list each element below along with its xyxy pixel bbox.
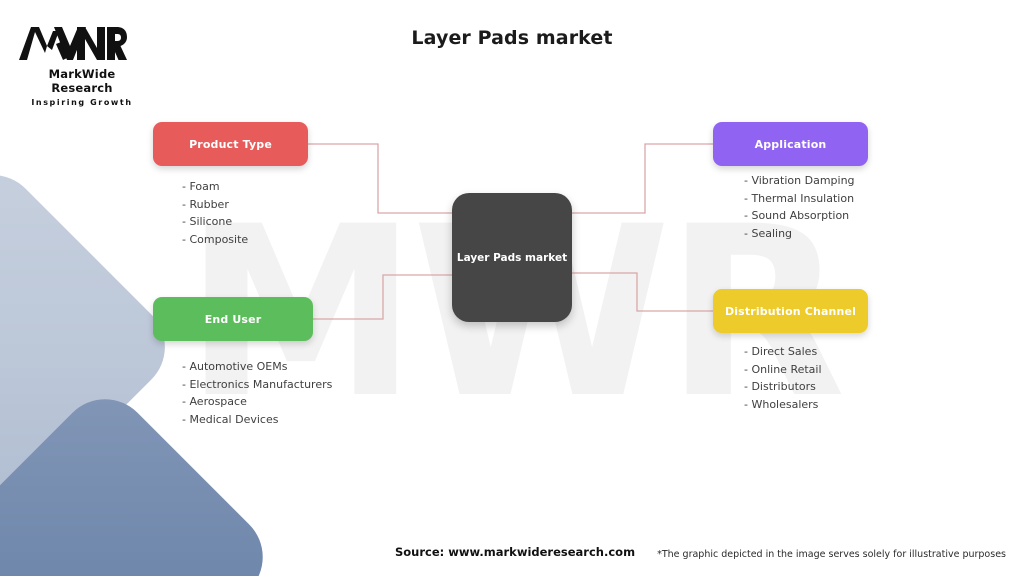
page-title: Layer Pads market [411, 27, 613, 49]
list-item: - Vibration Damping [744, 174, 855, 187]
branch-node-end-user[interactable]: End User [153, 297, 313, 341]
branch-node-application[interactable]: Application [713, 122, 868, 166]
footer-disclaimer: *The graphic depicted in the image serve… [657, 549, 1006, 560]
decorative-shape-light [0, 156, 184, 538]
list-item: - Sealing [744, 226, 793, 240]
list-item: - Distributors [744, 380, 816, 393]
item-list-end-user: - Automotive OEMs - Electronics Manufact… [182, 358, 332, 428]
company-logo: MarkWide Research Inspiring Growth [17, 22, 147, 107]
list-item: - Direct Sales [744, 345, 818, 358]
list-item: - Composite [182, 232, 249, 246]
center-node[interactable]: Layer Pads market [452, 193, 572, 322]
list-item: - Online Retail [744, 362, 822, 376]
list-item: - Wholesalers [744, 397, 819, 411]
branch-node-distribution-channel[interactable]: Distribution Channel [713, 289, 868, 333]
list-item: - Aerospace [182, 395, 247, 408]
list-item: - Silicone [182, 215, 233, 228]
logo-tagline: Inspiring Growth [31, 98, 133, 107]
list-item: - Automotive OEMs [182, 360, 288, 373]
branch-node-product-type[interactable]: Product Type [153, 122, 308, 166]
item-list-application: - Vibration Damping - Thermal Insulation… [744, 172, 855, 242]
list-item: - Medical Devices [182, 412, 279, 426]
footer-source[interactable]: Source: www.markwideresearch.com [395, 545, 636, 559]
item-list-product-type: - Foam - Rubber - Silicone - Composite [182, 178, 248, 248]
item-list-distribution-channel: - Direct Sales - Online Retail - Distrib… [744, 343, 822, 413]
list-item: - Foam [182, 180, 220, 193]
list-item: - Rubber [182, 197, 229, 211]
list-item: - Electronics Manufacturers [182, 377, 333, 391]
list-item: - Thermal Insulation [744, 191, 855, 205]
mwr-logo-mark-icon [19, 27, 127, 60]
logo-company-name: MarkWide Research [48, 67, 116, 95]
list-item: - Sound Absorption [744, 209, 850, 222]
